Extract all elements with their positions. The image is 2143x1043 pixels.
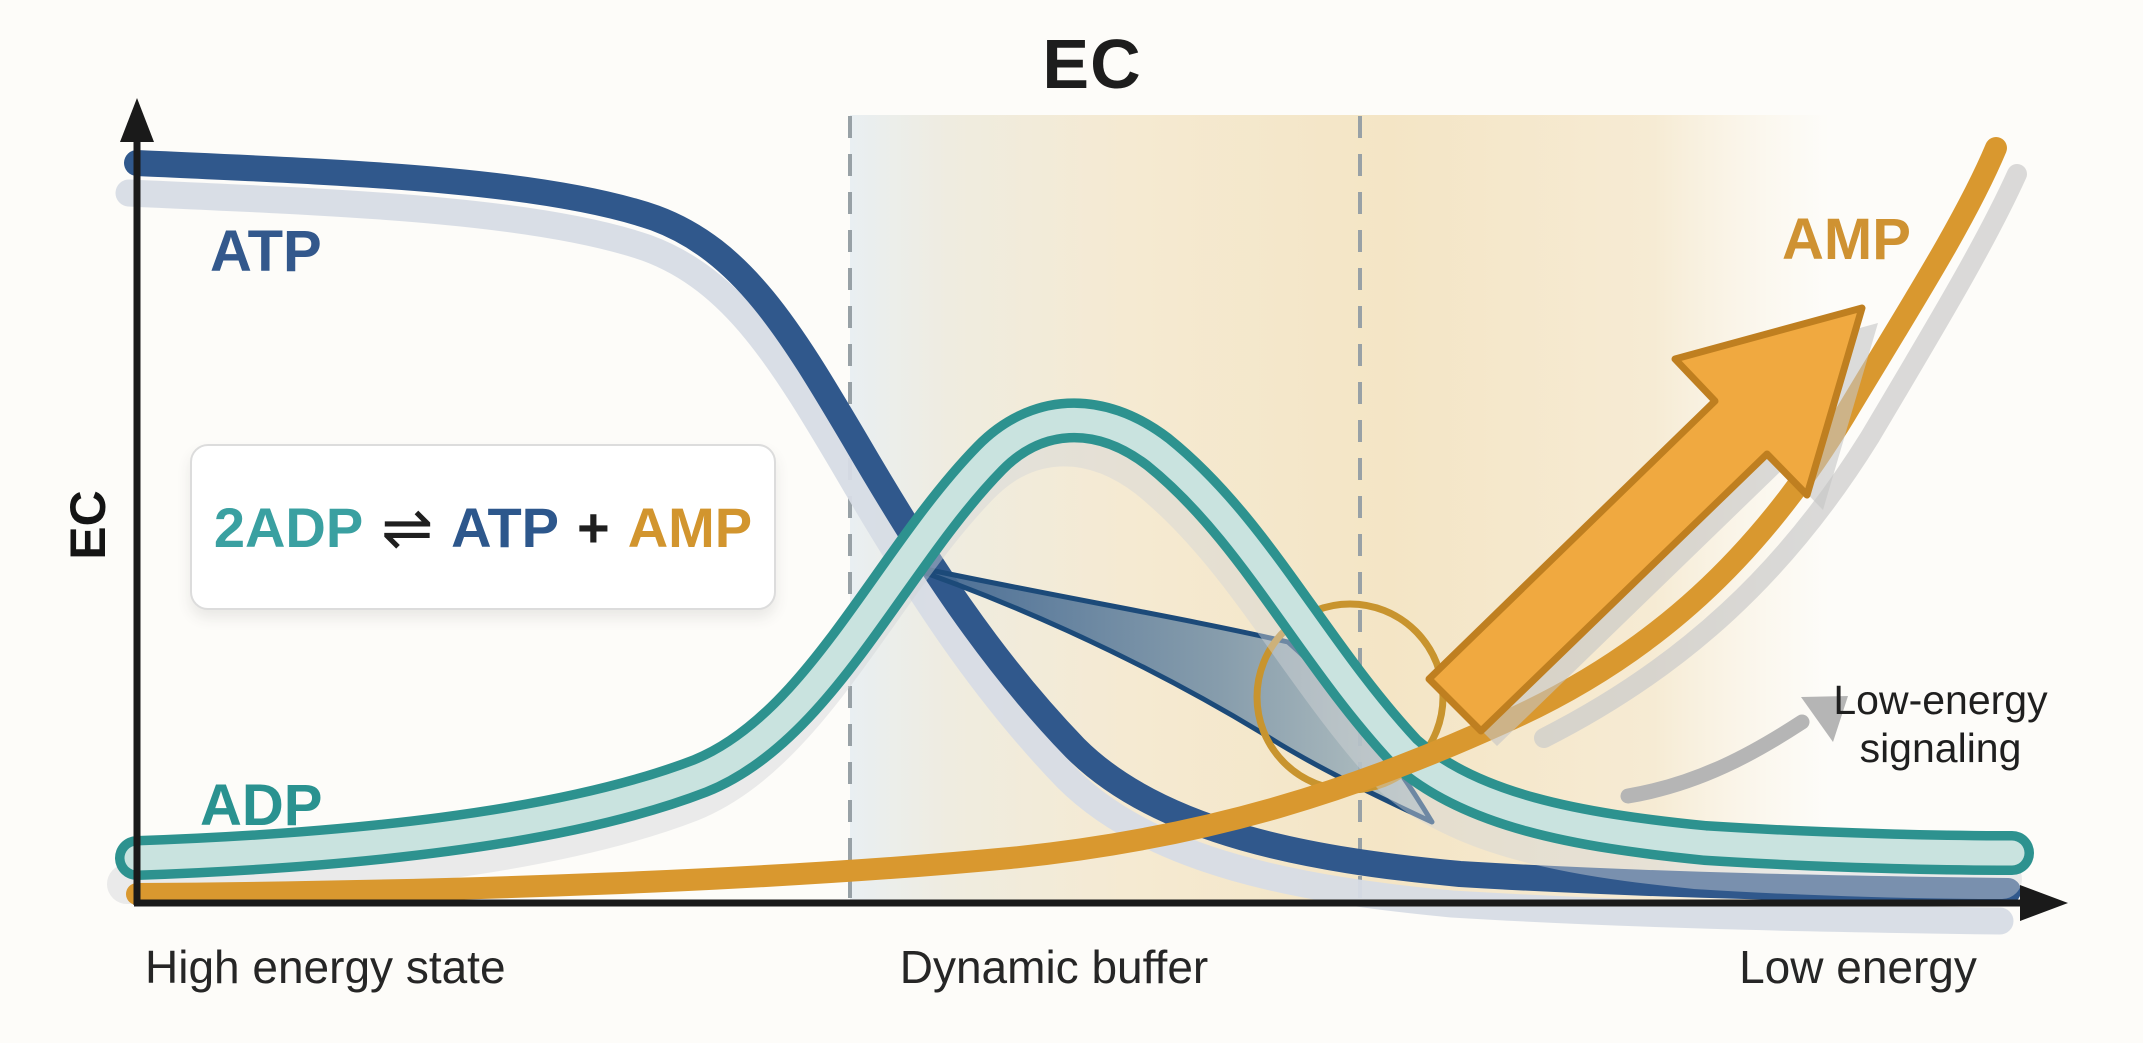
- equation-product-amp: AMP: [627, 495, 753, 559]
- atp-curve-label: ATP: [210, 219, 322, 284]
- buffering-wedge: [894, 560, 1435, 825]
- equilibrium-equation-box: 2ADP ⇌ ATP + AMP: [190, 444, 776, 610]
- signaling-arrow-shaft: [1620, 714, 1810, 804]
- equilibrium-arrows-icon: ⇌: [381, 493, 434, 563]
- equation-plus-sign: +: [577, 495, 610, 559]
- signaling-arrow-head: [1801, 696, 1848, 742]
- y-axis-arrowhead: [120, 98, 154, 142]
- amp-curve-label: AMP: [1782, 207, 1911, 272]
- atp-curve-shadow: [115, 179, 2014, 935]
- equation-reactant: 2ADP: [213, 495, 364, 559]
- equation-product-atp: ATP: [451, 495, 560, 559]
- adp-curve-label: ADP: [200, 773, 323, 838]
- adp-curve-inner: [124, 407, 2025, 871]
- y-axis-label: EC: [60, 490, 116, 560]
- annotation-line-2: signaling: [1859, 725, 2022, 771]
- low-energy-signaling-annotation: Low-energy signaling: [1833, 676, 2048, 772]
- annotation-line-1: Low-energy: [1833, 677, 2048, 723]
- adp-band-shadow: [107, 426, 2022, 904]
- x-axis-label-high-energy: High energy state: [145, 941, 506, 993]
- amp-curve-shadow: [1534, 164, 2027, 748]
- chart-title: EC: [1042, 25, 1142, 103]
- x-axis-arrowhead: [2020, 885, 2068, 921]
- atp-curve: [124, 150, 2021, 904]
- amp-curve: [126, 137, 2007, 905]
- x-axis-label-dynamic-buffer: Dynamic buffer: [899, 941, 1209, 993]
- x-axis-label-low-energy: Low energy: [1739, 941, 1977, 993]
- rising-arrow: [1425, 304, 1866, 735]
